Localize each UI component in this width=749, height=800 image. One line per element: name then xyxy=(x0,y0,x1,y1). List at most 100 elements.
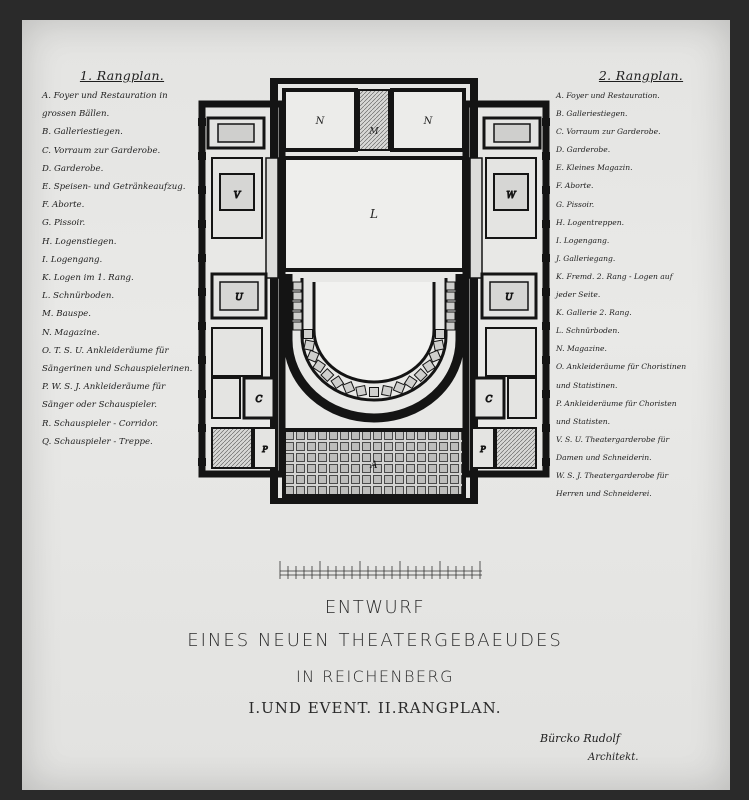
theatre-box xyxy=(445,281,456,291)
wall-pier xyxy=(198,322,206,330)
theatre-box xyxy=(306,349,320,363)
theatre-box xyxy=(445,291,456,301)
theatre-box xyxy=(432,339,445,352)
theatre-box xyxy=(445,301,456,311)
label-left-v: V xyxy=(234,191,242,201)
legend-right-item: I. Logengang. xyxy=(556,235,610,245)
wall-pier xyxy=(428,76,436,84)
theatre-box xyxy=(428,349,442,363)
label-stage: L xyxy=(369,207,378,221)
legend-right-item: und Statistinen. xyxy=(556,380,618,390)
legend-left-item: K. Logen im 1. Rang. xyxy=(42,273,134,284)
legend-left-item: I. Logengang. xyxy=(42,254,103,265)
legend-left-item: A. Foyer und Restauration in xyxy=(42,91,168,101)
wall-pier xyxy=(542,186,550,194)
wall-pier xyxy=(344,498,352,506)
theatre-box xyxy=(292,301,303,311)
title-line-2: EINES NEUEN THEATERGEBAEUDES xyxy=(187,630,563,651)
title-line-1: ENTWURF xyxy=(324,597,426,618)
wall-pier xyxy=(428,498,436,506)
theatre-box xyxy=(292,321,303,331)
legend-left-item: Q. Schauspieler - Treppe. xyxy=(42,436,153,447)
legend-right-item: F. Aborte. xyxy=(556,181,594,191)
theatre-box xyxy=(320,367,335,383)
wall-piers xyxy=(198,76,550,506)
legend-right-item: K. Gallerie 2. Rang. xyxy=(556,308,632,318)
wall-pier xyxy=(198,288,206,296)
scale-bar xyxy=(278,557,484,585)
legend-left-item: D. Garderobe. xyxy=(42,163,104,174)
theatre-box xyxy=(403,375,418,390)
theatre-box xyxy=(303,329,313,339)
label-right-p: P xyxy=(479,445,486,454)
label-left-u: U xyxy=(235,293,243,303)
theatre-box xyxy=(330,375,345,390)
title-line-4: I.UND EVENT. II.RANGPLAN. xyxy=(248,699,502,717)
legend-first-tier: 1. Rangplan. A. Foyer und Restauration i… xyxy=(42,68,202,451)
wall-pier xyxy=(456,498,464,506)
legend-right-item: D. Garderobe. xyxy=(556,145,611,155)
legend-right-item: V. S. U. Theatergarderobe für xyxy=(556,434,670,444)
theatre-box xyxy=(312,359,327,374)
theatre-box xyxy=(445,311,456,321)
legend-left-item: N. Magazine. xyxy=(42,327,100,338)
wall-pier xyxy=(400,76,408,84)
title-line-3: IN REICHENBERG xyxy=(295,667,455,686)
legend-second-tier: 2. Rangplan. A. Foyer und Restauration.B… xyxy=(556,68,726,503)
legend-right-item: C. Vorraum zur Garderobe. xyxy=(556,127,661,137)
signature-name: Bürcko Rudolf xyxy=(540,732,620,745)
legend-left-title: 1. Rangplan. xyxy=(79,68,165,83)
legend-left-item: M. Bauspe. xyxy=(42,309,91,320)
legend-right-item: jeder Seite. xyxy=(556,290,601,300)
wall-pier xyxy=(344,76,352,84)
legend-right-item: Herren und Schneiderei. xyxy=(556,489,652,499)
legend-left-item: Sängerinen und Schauspielerinen. xyxy=(42,364,193,375)
label-right-u: U xyxy=(505,293,513,303)
wall-pier xyxy=(198,356,206,364)
theatre-box xyxy=(445,321,456,331)
architect-signature: Bürcko Rudolf Architekt. xyxy=(540,728,710,778)
theatre-box xyxy=(380,385,393,397)
wall-pier xyxy=(542,152,550,160)
legend-right-item: E. Kleines Magazin. xyxy=(556,163,633,173)
legend-right-list: A. Foyer und Restauration. B. Galleriesti… xyxy=(556,87,726,503)
legend-left-item: P. W. S. J. Ankleideräume für xyxy=(42,382,166,393)
wall-pier xyxy=(372,76,380,84)
theatre-box xyxy=(292,311,303,321)
wall-pier xyxy=(542,356,550,364)
right-wing-rooms: W U C P xyxy=(469,116,542,469)
wall-pier xyxy=(542,220,550,228)
wall-pier xyxy=(542,254,550,262)
wall-pier xyxy=(288,498,296,506)
legend-right-item: N. Magazine. xyxy=(556,344,607,354)
wall-pier xyxy=(198,254,206,262)
legend-right-item: Damen und Schneiderin. xyxy=(556,452,652,462)
legend-right-item: und Statisten. xyxy=(556,416,611,426)
wall-pier xyxy=(542,424,550,432)
wall-pier xyxy=(316,498,324,506)
legend-left-item: B. Galleriestiegen. xyxy=(42,127,123,138)
label-right-w: W xyxy=(506,191,516,201)
theatre-box xyxy=(369,387,379,397)
legend-left-item: H. Logenstiegen. xyxy=(42,236,117,247)
wall-pier xyxy=(198,152,206,160)
legend-left-item: F. Aborte. xyxy=(42,200,85,211)
legend-right-item: B. Galleriestiegen. xyxy=(556,109,628,119)
legend-left-item: O. T. S. U. Ankleideräume für xyxy=(42,345,169,356)
floor-plan-drawing: N N M L V xyxy=(198,76,550,506)
theatre-box xyxy=(435,329,445,339)
auditorium-horseshoe xyxy=(283,274,465,423)
scale-bar-drawing xyxy=(279,561,482,579)
legend-right-item: A. Foyer und Restauration. xyxy=(556,91,660,100)
theatre-box xyxy=(342,381,356,395)
legend-left-item: E. Speisen- und Getränkeaufzug. xyxy=(42,182,186,193)
wall-pier xyxy=(542,390,550,398)
wall-pier xyxy=(198,424,206,432)
theatre-box xyxy=(392,381,406,395)
wall-pier xyxy=(400,498,408,506)
theatre-box xyxy=(303,339,316,352)
wall-pier xyxy=(542,288,550,296)
theatre-box xyxy=(292,281,303,291)
legend-left-item: L. Schnürboden. xyxy=(42,291,115,302)
